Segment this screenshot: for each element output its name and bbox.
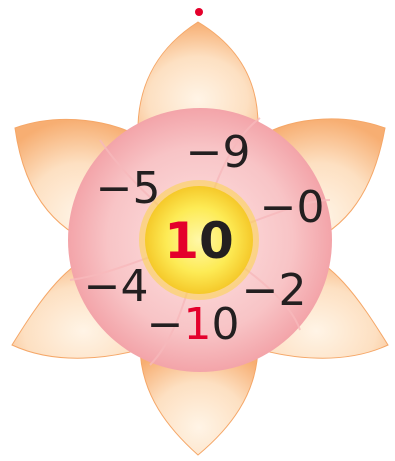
center-ones-digit: 0 [199,212,234,270]
center-tens-digit: 1 [164,212,199,270]
segment-minus-10: −10 [147,299,240,350]
segment-digits: 9 [222,127,250,178]
segment-tens-digit: 1 [183,299,211,350]
segment-minus-0: −0 [260,182,325,233]
segment-digits: 5 [132,163,160,214]
segment-digits: 2 [278,265,306,316]
top-dot [195,8,203,16]
minus-sign: − [147,299,184,350]
minus-sign: − [96,163,133,214]
segment-minus-4: −4 [84,261,149,312]
segment-minus-9: −9 [186,127,251,178]
minus-sign: − [242,265,279,316]
segment-digits: 4 [120,261,148,312]
segment-digits: 0 [296,182,324,233]
segment-minus-5: −5 [96,163,161,214]
minus-sign: − [84,261,121,312]
center-number: 10 [164,212,234,270]
minus-sign: − [260,182,297,233]
minus-sign: − [186,127,223,178]
segment-minus-2: −2 [242,265,307,316]
segment-ones-digit: 0 [211,299,239,350]
